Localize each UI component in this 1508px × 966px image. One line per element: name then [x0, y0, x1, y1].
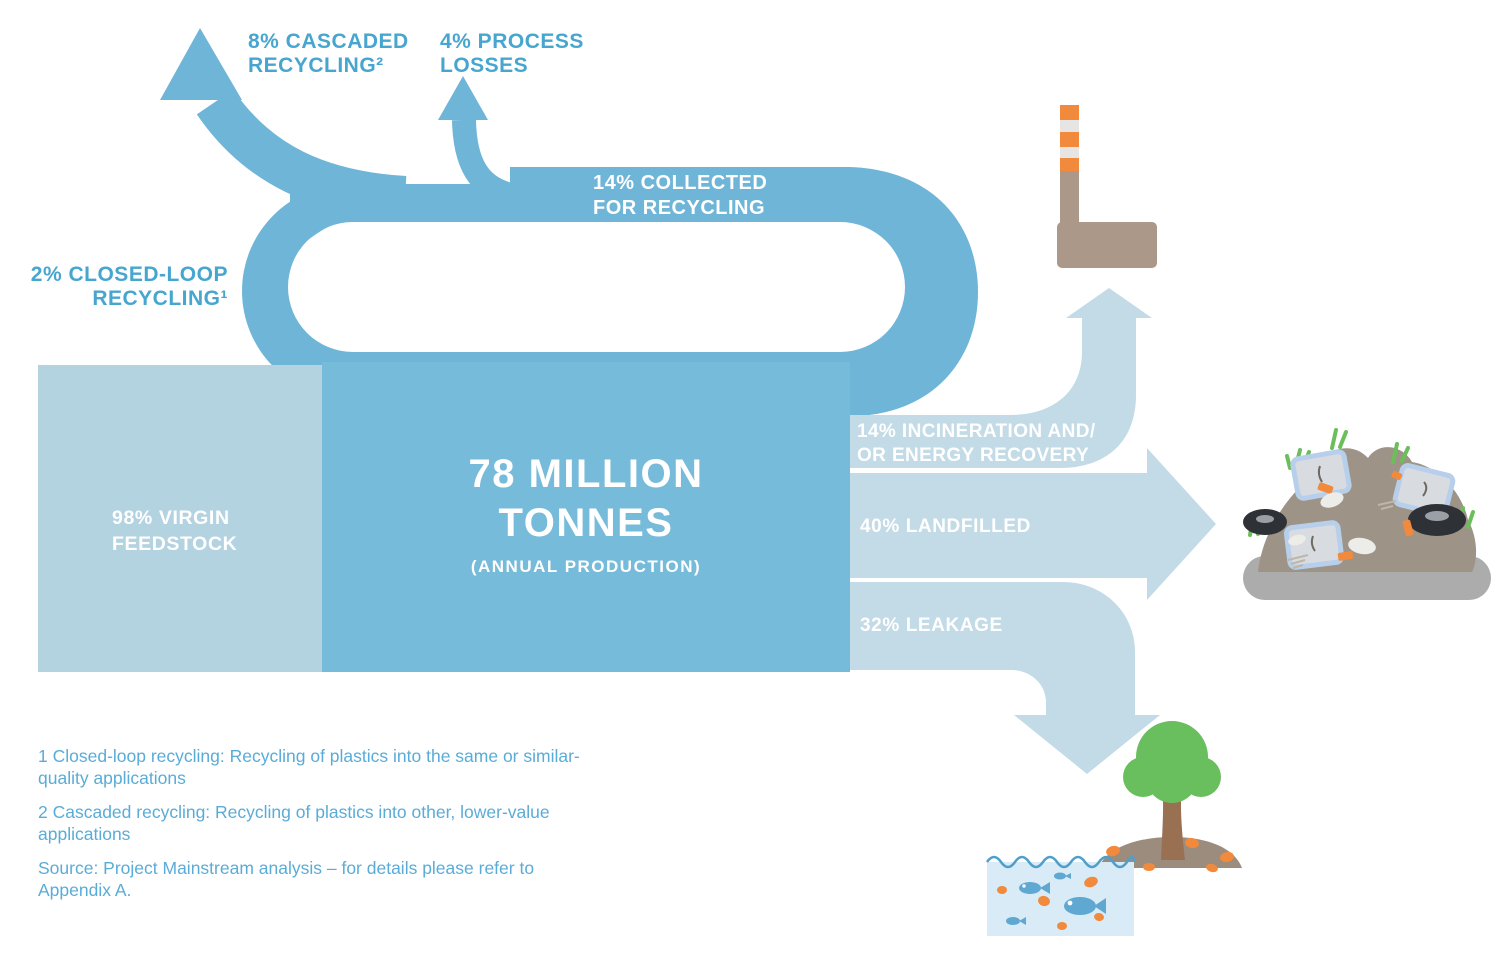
incineration-arrow: [850, 288, 1152, 468]
production-title-line2: TONNES: [498, 501, 674, 545]
incineration-label: 14% INCINERATION AND/ OR ENERGY RECOVERY: [857, 421, 1096, 466]
landfill-icon: [1243, 428, 1491, 600]
production-title-line1: 78 MILLION: [468, 452, 704, 496]
factory-icon: [1057, 105, 1157, 268]
recycling-loop-hole: [288, 222, 905, 352]
process-losses-arrowhead: [438, 76, 488, 120]
collected-for-recycling-label: 14% COLLECTED FOR RECYCLING: [593, 172, 768, 219]
virgin-feedstock-box: [38, 365, 322, 672]
leakage-arrow: [850, 582, 1160, 774]
footnote-2: 2 Cascaded recycling: Recycling of plast…: [38, 802, 550, 844]
closed-loop-recycling-label: 2% CLOSED-LOOP RECYCLING¹: [30, 263, 228, 310]
production-box: [322, 362, 850, 672]
production-subtitle: (ANNUAL PRODUCTION): [470, 557, 702, 576]
process-losses-label: 4% PROCESS LOSSES: [440, 30, 584, 77]
ocean-fish-icon: [985, 855, 1136, 936]
footnote-1: 1 Closed-loop recycling: Recycling of pl…: [38, 746, 580, 788]
process-losses-branch: [452, 119, 518, 208]
landfilled-arrow: [850, 448, 1216, 600]
footnote-source: Source: Project Mainstream analysis – fo…: [38, 858, 535, 900]
cascaded-recycling-label: 8% CASCADED RECYCLING²: [248, 30, 409, 77]
footnotes: 1 Closed-loop recycling: Recycling of pl…: [38, 746, 590, 914]
production-title: 78 MILLION TONNES (ANNUAL PRODUCTION): [322, 450, 850, 577]
collected-band: [290, 167, 850, 220]
virgin-feedstock-label: 98% VIRGIN FEEDSTOCK: [112, 507, 238, 555]
cascaded-arrowhead: [160, 28, 242, 100]
closed-loop-band: [285, 189, 402, 251]
landfilled-label: 40% LANDFILLED: [860, 516, 1031, 537]
leakage-label: 32% LEAKAGE: [860, 615, 1003, 636]
cascaded-branch: [196, 89, 407, 220]
